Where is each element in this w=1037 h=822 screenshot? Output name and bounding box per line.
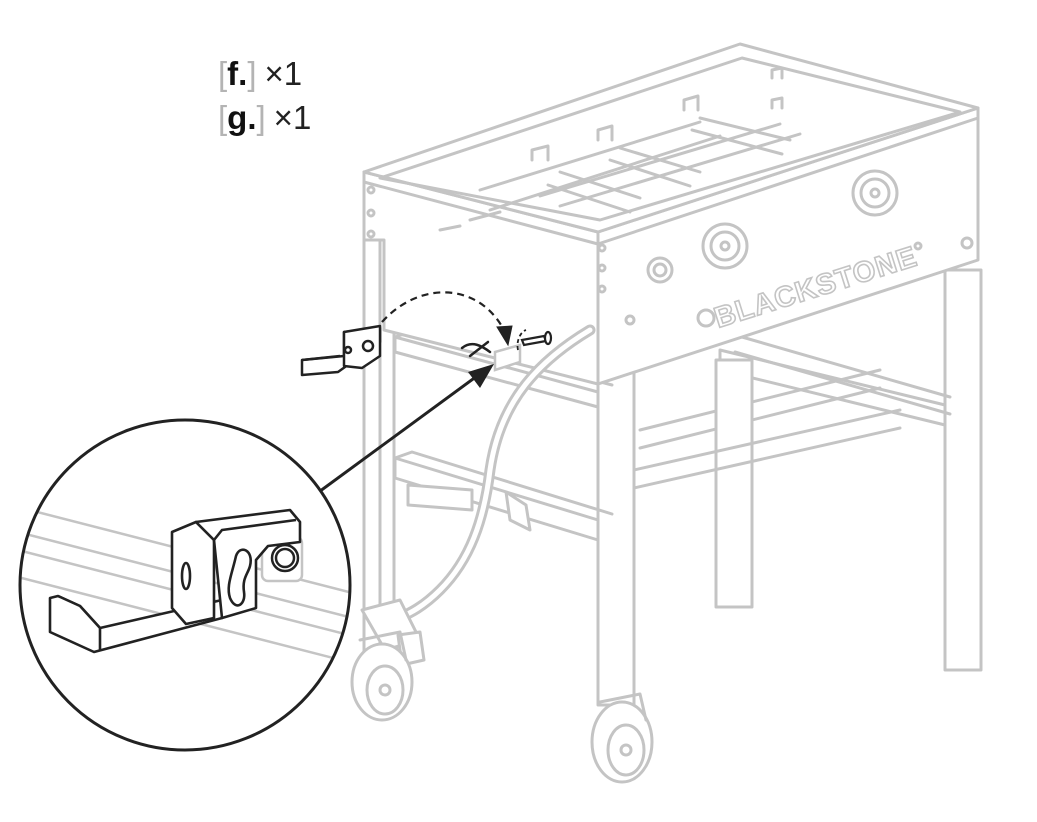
rear-rail (718, 348, 947, 427)
control-knob (646, 256, 674, 284)
clip-fastener (460, 340, 492, 358)
leg-back-right (943, 268, 983, 672)
leg-front-left (596, 368, 636, 707)
install-arrow-dashed (381, 291, 506, 333)
part-f-row: [f.] ×1 (218, 55, 303, 92)
hook-bracket-small (300, 324, 382, 377)
burner-dial-1 (701, 222, 749, 270)
brand-logo-icon (696, 308, 716, 328)
wheel-right (590, 700, 654, 784)
part-g-row: [g.] ×1 (218, 99, 312, 136)
burner-dial-2 (851, 169, 899, 217)
mount-tab (493, 343, 522, 372)
part-f-letter: f. (227, 55, 248, 92)
cart-frame (350, 42, 983, 784)
callout-arrow (311, 366, 489, 499)
detail-callout (18, 418, 352, 752)
wheel-left (350, 642, 414, 722)
part-f-quantity: ×1 (264, 55, 303, 92)
leg-back-middle (714, 358, 754, 609)
top-rim (362, 42, 980, 234)
part-g-letter: g. (227, 99, 257, 136)
parts-list: [f.] ×1 [g.] ×1 (218, 52, 311, 140)
screw-pin (520, 330, 553, 347)
part-g-quantity: ×1 (273, 99, 312, 136)
